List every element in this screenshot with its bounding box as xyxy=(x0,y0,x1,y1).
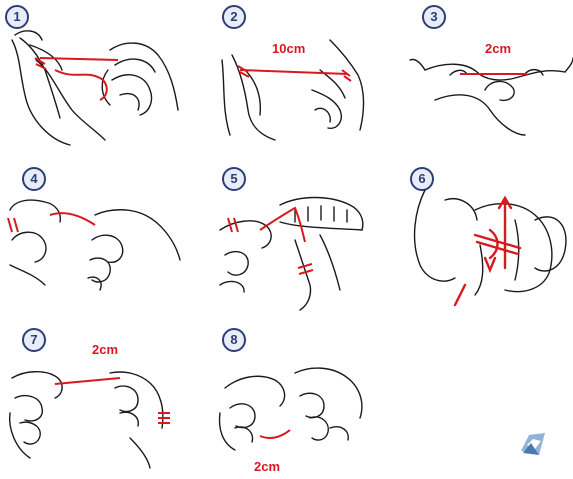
fists-holding-floss-illustration xyxy=(0,160,190,318)
brand-logo-icon xyxy=(519,431,547,457)
step-panel-5: 5 xyxy=(200,160,390,318)
hands-stretching-floss-illustration xyxy=(200,0,390,158)
step-panel-8: 8 2cm xyxy=(200,318,390,476)
flossing-upper-teeth-illustration xyxy=(200,318,390,476)
hands-holding-short-floss-illustration xyxy=(0,318,190,476)
floss-curved-around-tooth-illustration xyxy=(405,160,573,318)
step-panel-2: 2 10cm xyxy=(200,0,390,158)
flossing-lower-teeth-illustration xyxy=(200,160,390,318)
floss-held-over-teeth-illustration xyxy=(405,0,573,158)
step-panel-7: 7 2cm xyxy=(0,318,190,476)
hands-wrapping-floss-illustration xyxy=(0,0,190,158)
step-panel-6: 6 xyxy=(405,160,573,318)
step-panel-1: 1 xyxy=(0,0,190,158)
step-panel-3: 3 2cm xyxy=(405,0,573,158)
step-panel-4: 4 xyxy=(0,160,190,318)
